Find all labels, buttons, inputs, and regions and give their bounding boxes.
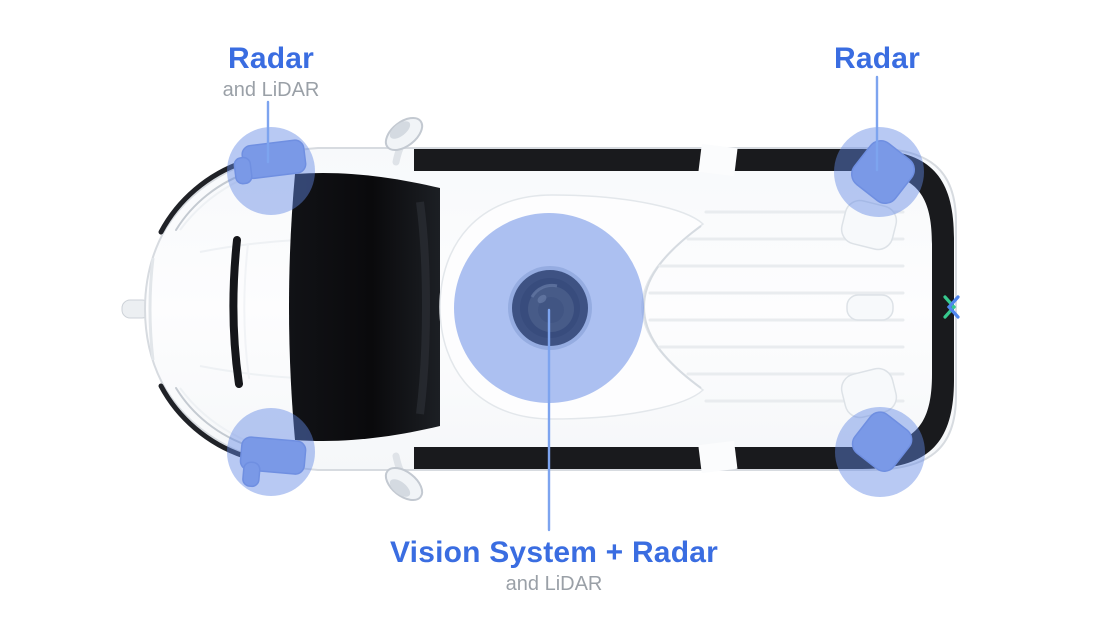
rear-logo [943,295,960,319]
sensor-pods [233,139,915,488]
front-bumper-line [148,257,155,361]
rear-spoiler-winglets [840,199,898,419]
sensor-pod-bottom-right [851,411,913,472]
callout-leader-lines [266,75,879,532]
windshield-reflection [416,201,430,415]
highlight-bottom-left-sensor [227,408,315,496]
c-pillar-gap-top [698,143,738,177]
sensor-pod-top-right [851,140,915,204]
sensor-highlight-circles [227,127,925,497]
sensor-pod-bottom-left [239,436,307,488]
highlight-roof-center-sensor [454,213,644,403]
highlight-bottom-right-sensor [835,407,925,497]
highlight-top-right-sensor [834,127,924,217]
side-mirror-top [384,116,424,166]
windshield [289,172,440,442]
highlight-top-left-sensor [227,127,315,215]
hood-vent [229,236,250,388]
c-pillar-gap-bottom [698,440,738,474]
sensor-pod-top-left [233,139,307,185]
side-mirror-bottom [384,452,424,502]
